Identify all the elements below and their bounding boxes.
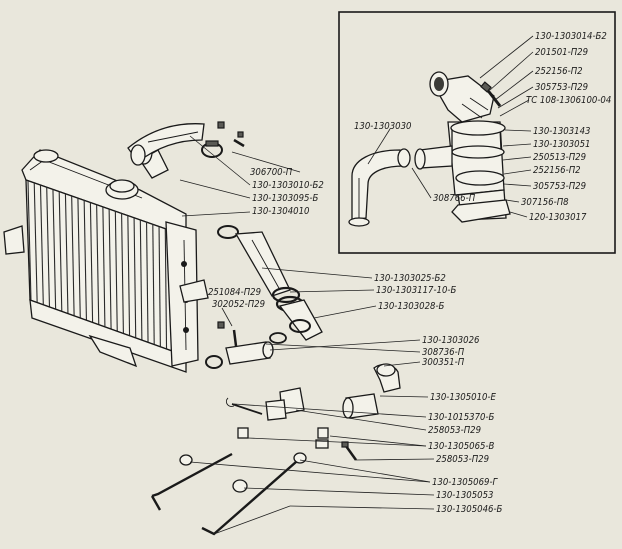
- radiator-fin: [121, 213, 124, 334]
- inset-frame: [338, 11, 616, 254]
- radiator-fin: [33, 183, 38, 304]
- radiator-fin: [89, 202, 94, 323]
- label-306700-p: 306700-П: [250, 167, 293, 178]
- radiator-fin: [102, 206, 106, 327]
- radiator-fin: [64, 193, 69, 314]
- radiator-fin: [27, 180, 32, 302]
- housing-bolt: [480, 81, 502, 107]
- lower-short-hose: [205, 341, 274, 369]
- radiator-fin: [127, 215, 131, 336]
- label-302052-p29: 302052-П29: [212, 299, 265, 310]
- radiator-fin: [71, 196, 75, 317]
- bolt-washer: [217, 321, 238, 347]
- hose-clamp-upper: [201, 140, 223, 158]
- middle-hose: [217, 225, 323, 344]
- bracket-parts: [237, 427, 358, 461]
- label-130-1303143: 130-1303143: [533, 126, 590, 137]
- label-251084-p29: 251084-П29: [208, 287, 261, 298]
- drain-elbow-right: [342, 363, 401, 419]
- radiator-fin: [152, 224, 155, 345]
- radiator-fin: [58, 191, 63, 312]
- radiator-fin: [114, 211, 118, 332]
- label-308736-p: 308736-П: [422, 347, 465, 358]
- upper-hose: [127, 121, 245, 166]
- label-130-1305010-e: 130-1305010-Е: [430, 392, 497, 403]
- radiator-fin: [164, 228, 168, 349]
- label-130-1303026: 130-1303026: [422, 335, 480, 346]
- label-130-1303117-10-b: 130-1303117-10-Б: [376, 285, 456, 296]
- radiator-fin: [77, 198, 81, 319]
- inset-leaders: [367, 35, 534, 218]
- thermostat-inset: 130-1303014-Б2 201501-П29 252156-П2 3057…: [338, 11, 616, 254]
- label-130-1303028-b: 130-1303028-Б: [378, 301, 445, 312]
- label-307156-p8: 307156-П8: [521, 197, 569, 208]
- radiator-fin: [146, 222, 149, 343]
- label-305753-p29-bottom: 305753-П29: [533, 181, 586, 192]
- label-ts108-thermostat: ТС 108-1306100-04: [526, 95, 611, 106]
- radiator-fin: [108, 209, 112, 330]
- radiator-fin: [39, 185, 44, 306]
- radiator-fin: [83, 200, 87, 321]
- label-130-1303010-b2: 130-1303010-Б2: [252, 180, 324, 191]
- radiator-fin: [52, 189, 57, 310]
- drain-cock-left: [225, 387, 305, 421]
- main-labels: 306700-П 130-1303010-Б2 130-1303095-Б 13…: [208, 167, 503, 515]
- label-130-1305053: 130-1305053: [436, 490, 493, 501]
- label-130-1305069-g: 130-1305069-Г: [432, 477, 499, 488]
- radiator-fin: [96, 204, 100, 325]
- radiator-fin: [46, 187, 51, 308]
- label-130-1303014-b2: 130-1303014-Б2: [535, 31, 607, 42]
- radiator: [3, 139, 209, 373]
- label-258053-p29-lower: 258053-П29: [436, 454, 489, 465]
- label-130-1303095-b: 130-1303095-Б: [252, 193, 319, 204]
- label-258053-p29-upper: 258053-П29: [428, 425, 481, 436]
- support-rods: [150, 452, 307, 536]
- filler-cap: [105, 179, 139, 200]
- label-130-1015370-b: 130-1015370-Б: [428, 412, 495, 423]
- label-201501-p29: 201501-П29: [535, 47, 588, 58]
- radiator-fin: [139, 219, 143, 340]
- inset-labels: 130-1303014-Б2 201501-П29 252156-П2 3057…: [354, 31, 611, 223]
- label-305753-p29-top: 305753-П29: [535, 82, 588, 93]
- inset-hose: [348, 148, 411, 227]
- label-120-1303017: 120-1303017: [529, 212, 587, 223]
- radiator-fin: [133, 217, 137, 338]
- label-130-1304010: 130-1304010: [252, 206, 310, 217]
- label-252156-p2-bottom: 252156-П2: [533, 165, 581, 176]
- label-308766-p: 308766-П: [433, 193, 476, 204]
- main-leaders: [179, 135, 435, 535]
- label-300351-p: 300351-П: [422, 357, 465, 368]
- label-252156-p2-top: 252156-П2: [535, 66, 583, 77]
- label-130-1303025-b2: 130-1303025-Б2: [374, 273, 446, 284]
- label-130-1305065-v: 130-1305065-В: [428, 441, 495, 452]
- label-130-1303051: 130-1303051: [533, 139, 590, 150]
- clamp-bolt: [217, 121, 245, 148]
- label-130-1303030: 130-1303030: [354, 121, 412, 132]
- radiator-fin: [158, 226, 161, 347]
- radiator-core-fins: [27, 180, 186, 356]
- label-250513-p29: 250513-П29: [533, 152, 586, 163]
- thermostat-housing: [414, 71, 511, 223]
- label-130-1305046-b: 130-1305046-Б: [436, 504, 503, 515]
